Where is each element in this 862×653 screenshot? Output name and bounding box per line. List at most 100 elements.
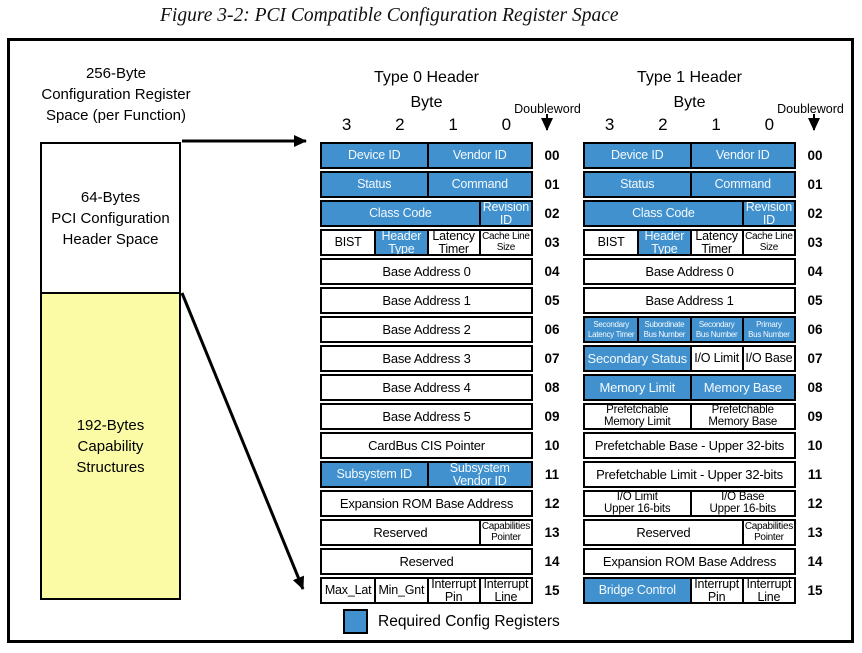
register-cell: Vendor ID <box>426 144 531 167</box>
byte-number: 2 <box>658 115 668 134</box>
register-cell-label: Command <box>714 177 771 192</box>
register-cell-label: Base Address 3 <box>382 350 471 366</box>
register-cell-label: Subsystem Vendor ID <box>449 463 510 486</box>
byte-number: 0 <box>501 115 512 134</box>
register-cell: Device ID <box>322 144 427 167</box>
register-cell: Status <box>322 173 427 196</box>
register-cell: Capabilities Pointer <box>741 521 794 544</box>
register-cell-label: Device ID <box>348 148 401 163</box>
register-cell-label: I/O Base <box>745 351 793 366</box>
register-cell: Memory Base <box>689 376 794 399</box>
register-cell-label: Memory Base <box>703 379 782 395</box>
header-space-box: 64-Bytes PCI Configuration Header Space <box>40 142 181 294</box>
register-cell-label: Base Address 1 <box>382 292 471 308</box>
register-cell-label: BIST <box>334 235 362 250</box>
doubleword-number: 15 <box>544 583 560 598</box>
register-cell-label: Max_Lat <box>324 583 372 598</box>
register-cell-label: Interrupt Pin <box>694 579 739 602</box>
register-row-box: Prefetchable Base - Upper 32-bits <box>583 432 796 459</box>
register-cell: Interrupt Pin <box>689 579 742 602</box>
register-cell: Base Address 5 <box>322 405 531 428</box>
register-row-box: Base Address 2 <box>320 316 533 343</box>
doubleword-number: 15 <box>807 583 823 598</box>
register-cell-label: Base Address 1 <box>645 292 734 308</box>
register-cell: Reserved <box>322 550 531 573</box>
register-cell-label: Expansion ROM Base Address <box>339 495 514 511</box>
doubleword-number: 01 <box>544 177 560 192</box>
register-cell-label: Secondary Status <box>587 350 688 366</box>
register-cell: Prefetchable Limit - Upper 32-bits <box>585 463 794 486</box>
doubleword-number: 02 <box>807 206 823 221</box>
doubleword-number: 02 <box>544 206 560 221</box>
register-row-box: Reserved <box>320 548 533 575</box>
register-cell-label: Prefetchable Base - Upper 32-bits <box>594 437 785 453</box>
register-cell-label: Base Address 4 <box>382 379 471 395</box>
register-cell: BIST <box>585 231 637 254</box>
type1-byte-numbers: 3 2 1 0 <box>583 115 796 135</box>
register-row-box: Base Address 4 <box>320 374 533 401</box>
type0-doubleword-label: Doubleword <box>514 102 581 116</box>
byte-number: 3 <box>604 115 615 134</box>
doubleword-number: 06 <box>807 322 823 337</box>
doubleword-number: 03 <box>807 235 823 250</box>
byte-number: 2 <box>395 115 405 134</box>
register-cell-label: Latency Timer <box>432 231 475 254</box>
register-cell: Base Address 4 <box>322 376 531 399</box>
register-cell: Base Address 1 <box>585 289 794 312</box>
register-cell-label: Header Type <box>644 231 685 254</box>
register-cell: Prefetchable Memory Base <box>689 405 795 428</box>
register-cell: CardBus CIS Pointer <box>322 434 531 457</box>
register-cell: Base Address 3 <box>322 347 531 370</box>
register-cell: Subsystem ID <box>322 463 427 486</box>
register-cell-label: Reserved <box>636 524 691 540</box>
doubleword-number: 11 <box>544 467 560 482</box>
register-cell: I/O Limit <box>689 347 742 370</box>
register-cell-label: Class Code <box>369 206 432 221</box>
register-cell: Cache Line Size <box>478 231 531 254</box>
byte-number: 0 <box>764 115 775 134</box>
type0-table-title: Type 0 Header <box>374 69 479 86</box>
doubleword-number: 11 <box>807 467 823 482</box>
register-cell: Header Type <box>637 231 690 254</box>
required-config-swatch <box>343 609 368 634</box>
legend-label: Required Config Registers <box>378 613 560 630</box>
register-cell: Base Address 2 <box>322 318 531 341</box>
register-row-box: Base Address 1 <box>583 287 796 314</box>
register-cell-label: Prefetchable Memory Limit <box>603 405 671 428</box>
register-cell-label: Reserved <box>373 524 428 540</box>
register-cell: Min_Gnt <box>374 579 426 602</box>
register-row-box: Prefetchable Limit - Upper 32-bits <box>583 461 796 488</box>
register-cell-label: I/O Limit Upper 16-bits <box>604 492 671 515</box>
doubleword-number: 09 <box>807 409 823 424</box>
register-cell-label: BIST <box>597 235 625 250</box>
register-cell: Bridge Control <box>585 579 690 602</box>
config-space-heading: 256-Byte Configuration Register Space (p… <box>41 65 191 124</box>
register-cell-label: Interrupt Line <box>483 579 529 602</box>
register-row-box: Base Address 1 <box>320 287 533 314</box>
register-cell-label: Memory Limit <box>599 379 676 395</box>
register-cell: Command <box>689 173 794 196</box>
register-cell: Prefetchable Base - Upper 32-bits <box>585 434 794 457</box>
type1-table-title: Type 1 Header <box>637 69 742 86</box>
register-cell-label: Base Address 0 <box>382 263 471 279</box>
register-cell: Command <box>426 173 531 196</box>
